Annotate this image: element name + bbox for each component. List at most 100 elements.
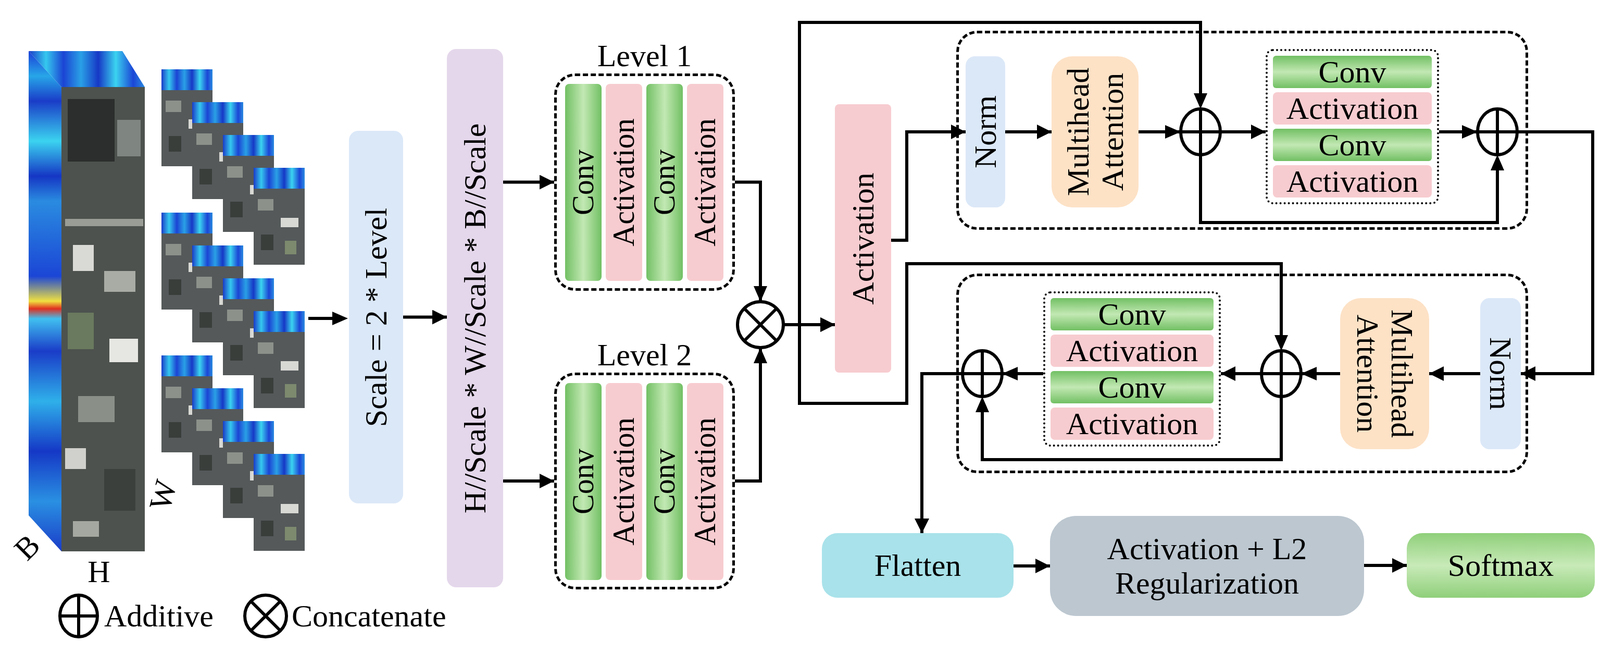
- aerial-face: [72, 520, 99, 537]
- box-label: Activation + L2 Regularization: [1050, 531, 1365, 600]
- box-label: Conv: [1318, 56, 1386, 88]
- conv-box: Conv: [646, 382, 683, 580]
- input-arrow: [308, 316, 335, 320]
- input-arrow: [308, 311, 348, 325]
- conv-box: Conv: [646, 83, 683, 281]
- box-label: Conv: [647, 149, 682, 216]
- arrow-head: [753, 285, 768, 302]
- conv-box: Conv: [1050, 297, 1214, 331]
- legend-text: Additive: [104, 598, 214, 633]
- arrow-head: [1301, 366, 1317, 381]
- box-label: Activation: [1286, 92, 1419, 124]
- concatenate-symbol: [244, 594, 287, 637]
- norm-box: Norm: [965, 56, 1006, 208]
- arrow-head: [975, 396, 990, 412]
- axis-label: B: [7, 527, 47, 567]
- box-label: Conv: [1097, 371, 1166, 403]
- transformer-block: NormMultihead AttentionConvActivationCon…: [956, 273, 1529, 473]
- aerial-face: [67, 98, 115, 162]
- box-label: Conv: [566, 448, 600, 515]
- additive-symbol: [1180, 108, 1221, 155]
- conv-box: Conv: [1272, 128, 1432, 161]
- conv-box: Conv: [1272, 55, 1432, 89]
- skip-connection: [799, 22, 1282, 404]
- concatenate-symbol: [744, 308, 777, 341]
- concatenate-symbol: [251, 601, 281, 631]
- aerial-face: [65, 218, 144, 227]
- regularization-box: Activation + L2 Regularization: [1050, 515, 1365, 616]
- activation-box: Activation: [605, 83, 643, 281]
- arrow-head: [1165, 125, 1181, 139]
- arrow-head: [1193, 93, 1208, 109]
- arrow-head: [1274, 334, 1289, 351]
- attention-box: Multihead Attention: [1340, 297, 1430, 449]
- activation-box: Activation: [1050, 334, 1214, 367]
- box-label: Softmax: [1447, 547, 1554, 583]
- arrow-head: [1490, 154, 1505, 171]
- box-label: Conv: [647, 448, 682, 515]
- additive-symbol: [1477, 108, 1518, 155]
- flow-arrow: [1429, 371, 1481, 375]
- patch-stack: [253, 453, 305, 551]
- activation-box: Activation: [834, 104, 892, 373]
- conv-box: Conv: [565, 382, 602, 580]
- activation-box: Activation: [605, 382, 643, 580]
- flow-arrow: [1364, 563, 1407, 567]
- box-label: Activation: [1286, 165, 1419, 197]
- additive-symbol: [59, 594, 98, 637]
- box-label: Activation: [1066, 407, 1198, 440]
- additive-symbol: [962, 350, 1003, 397]
- box-label: Activation: [607, 118, 641, 247]
- additive-symbol: [962, 350, 1003, 397]
- level-group: Level 1ConvActivationConvActivation: [554, 73, 735, 291]
- aerial-face: [78, 395, 115, 422]
- arrow-head: [1002, 366, 1018, 381]
- box-label: Flatten: [874, 547, 962, 583]
- transformer-block: NormMultihead AttentionConvActivationCon…: [956, 30, 1529, 230]
- axis-label: H: [87, 554, 110, 589]
- feedforward-group: ConvActivationConvActivation: [1265, 48, 1440, 205]
- feedforward-group: ConvActivationConvActivation: [1043, 291, 1221, 447]
- concatenate-symbol: [244, 301, 784, 637]
- box-label: Scale = 2 * Level: [358, 207, 394, 427]
- box-label: Multihead Attention: [1350, 308, 1420, 439]
- softmax-box: Softmax: [1406, 532, 1595, 598]
- patch-stack: [161, 69, 305, 551]
- additive-symbol: [1261, 350, 1302, 397]
- box-label: Norm: [968, 95, 1003, 169]
- patch-stack: [253, 167, 305, 265]
- aerial-face: [109, 338, 139, 362]
- patch-stack: [253, 310, 305, 408]
- activation-box: Activation: [1272, 165, 1432, 198]
- input-arrow: [332, 311, 348, 325]
- activation-box: Activation: [686, 382, 724, 580]
- skip-connection: [799, 22, 1498, 460]
- level-group: Level 2ConvActivationConvActivation: [554, 372, 735, 590]
- skip-connection: [1200, 154, 1498, 223]
- box-label: Norm: [1483, 336, 1518, 410]
- aerial-face: [65, 447, 86, 469]
- arrow-head: [1461, 125, 1478, 139]
- flow-arrow: [503, 180, 555, 184]
- flow-arrow: [403, 315, 447, 319]
- conv-box: Conv: [565, 83, 602, 281]
- box-label: Activation: [688, 118, 722, 247]
- aerial-face: [117, 119, 141, 157]
- box-label: H//Scale * W//Scale * B//Scale: [457, 122, 493, 514]
- activation-box: Activation: [686, 83, 724, 281]
- aerial-face: [67, 312, 94, 349]
- attention-box: Multihead Attention: [1051, 56, 1139, 208]
- aerial-face: [104, 468, 136, 511]
- group-heading: Level 1: [556, 38, 733, 73]
- activation-box: Activation: [1050, 407, 1214, 440]
- shape-band: H//Scale * W//Scale * B//Scale: [446, 48, 504, 587]
- skip-connection: [982, 396, 1282, 460]
- box-label: Activation: [688, 417, 722, 546]
- arrow-head: [753, 347, 768, 364]
- box-label: Activation: [1066, 334, 1198, 367]
- aerial-face: [61, 86, 145, 552]
- flatten-box: Flatten: [821, 532, 1014, 598]
- box-label: Conv: [1318, 129, 1386, 161]
- box-label: Conv: [566, 149, 600, 216]
